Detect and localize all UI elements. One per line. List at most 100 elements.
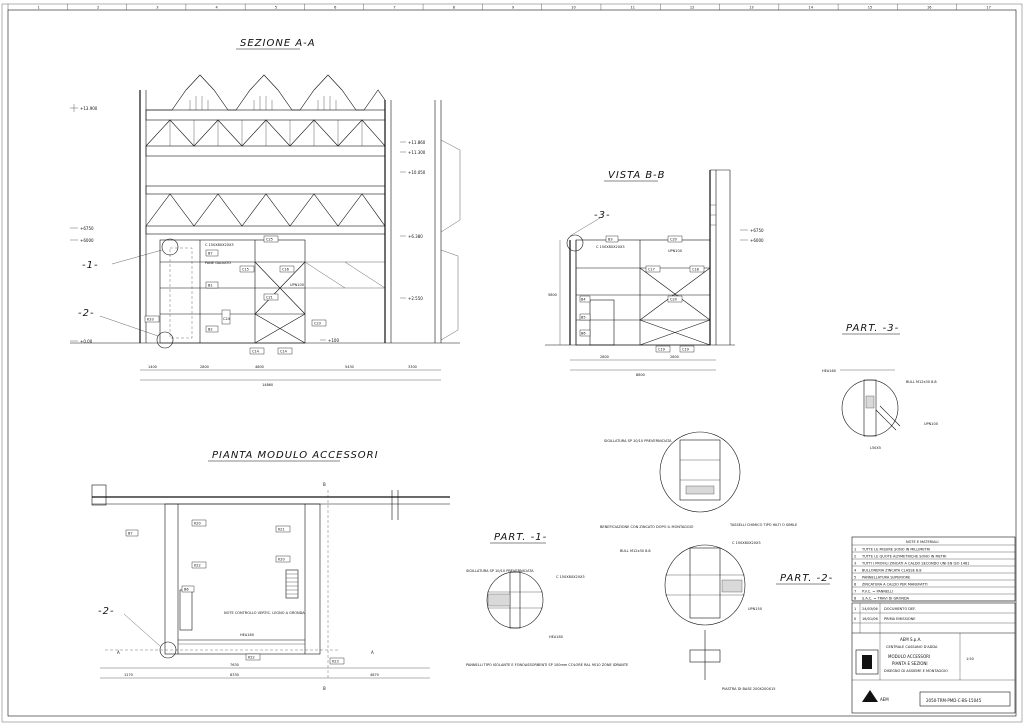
svg-text:+6750: +6750 bbox=[750, 228, 764, 233]
svg-text:PRIMA EMISSIONE: PRIMA EMISSIONE bbox=[884, 617, 915, 621]
note-row: TUTTI I PROFILI ZINCATI A CALDO SECONDO … bbox=[861, 562, 970, 566]
note-number: 4 bbox=[854, 569, 857, 573]
svg-text:K33: K33 bbox=[147, 318, 154, 322]
note-number: 1 bbox=[854, 548, 856, 552]
grid-number: 7 bbox=[393, 6, 395, 10]
svg-text:HEA180: HEA180 bbox=[549, 635, 563, 639]
view-bb-labels: B3 C20 C17 C18 B4 B5 B6 C20 C19 C19 UPN1… bbox=[579, 235, 705, 353]
svg-text:BENEFICIAZIONE CON ZINCATO DOP: BENEFICIAZIONE CON ZINCATO DOPO IL MONTA… bbox=[600, 525, 694, 529]
svg-text:K21: K21 bbox=[278, 528, 285, 532]
svg-text:K20: K20 bbox=[278, 558, 285, 562]
grid-number: 11 bbox=[631, 6, 635, 10]
svg-text:B4: B4 bbox=[581, 298, 586, 302]
note-number: 7 bbox=[854, 590, 856, 594]
callout-1: -1- bbox=[82, 260, 99, 271]
svg-text:DISEGNO DI ASSIEME E MONTAGGIO: DISEGNO DI ASSIEME E MONTAGGIO bbox=[884, 669, 948, 673]
callout-2-plan: -2- bbox=[98, 606, 115, 617]
roof-slats bbox=[189, 96, 337, 110]
svg-text:TASSELLI CHIMICO TIPO HILTI O: TASSELLI CHIMICO TIPO HILTI O SIMILE bbox=[729, 523, 797, 527]
svg-text:HEA160: HEA160 bbox=[822, 369, 836, 373]
svg-text:1400: 1400 bbox=[148, 365, 157, 369]
note-number: 2 bbox=[854, 555, 856, 559]
svg-text:MODULO ACCESSORI: MODULO ACCESSORI bbox=[888, 654, 930, 659]
svg-text:C17: C17 bbox=[648, 268, 655, 272]
svg-text:C20: C20 bbox=[670, 238, 677, 242]
note-row: PANNELLATURA SUPERIORE bbox=[862, 576, 910, 580]
svg-text:0: 0 bbox=[854, 617, 856, 621]
svg-text:2800: 2800 bbox=[200, 365, 209, 369]
svg-text:C14: C14 bbox=[252, 350, 260, 354]
svg-text:+100: +100 bbox=[328, 338, 339, 343]
outer-frame bbox=[1, 3, 1023, 723]
svg-text:1: 1 bbox=[854, 607, 856, 611]
svg-text:+6750: +6750 bbox=[80, 226, 94, 231]
grid-number: 12 bbox=[690, 6, 694, 10]
svg-text:C20: C20 bbox=[670, 298, 677, 302]
svg-text:B1: B1 bbox=[208, 284, 213, 288]
svg-text:5430: 5430 bbox=[345, 365, 354, 369]
svg-text:3300: 3300 bbox=[408, 365, 417, 369]
svg-text:C 150X80X20X3: C 150X80X20X3 bbox=[205, 243, 234, 247]
title-block: 1 0 24/03/06 16/01/06 DOCUMENTO DEF. PRI… bbox=[851, 602, 1016, 714]
svg-text:B2: B2 bbox=[208, 328, 213, 332]
notes-rows: TUTTE LE MISURE SONO IN MILLIMETRI 1TUTTE… bbox=[852, 548, 1015, 602]
svg-text:A: A bbox=[371, 650, 374, 655]
part-2-title: PART. -2- bbox=[780, 573, 833, 584]
note-number: 8 bbox=[854, 597, 856, 601]
svg-text:B: B bbox=[323, 482, 326, 487]
elevation-markers: +13.900 +11.860 +11.300 +10.050 +6750 +6… bbox=[70, 104, 426, 344]
svg-text:C 150X80X20X3: C 150X80X20X3 bbox=[732, 541, 761, 545]
section-aa-labels: C25 C15 C16 B7 B1 C21 B2 C24 C23 C14 C14… bbox=[144, 235, 327, 355]
svg-text:C23: C23 bbox=[314, 322, 321, 326]
svg-text:+6000: +6000 bbox=[80, 238, 94, 243]
svg-text:C25: C25 bbox=[266, 238, 273, 242]
part-1-detail: PART. -1- SIGILLATURA SP 10/10 PREVERNIC… bbox=[466, 532, 628, 667]
svg-text:C15: C15 bbox=[242, 268, 249, 272]
sheet-border bbox=[7, 9, 1017, 717]
svg-text:DOCUMENTO DEF.: DOCUMENTO DEF. bbox=[884, 607, 916, 611]
svg-text:CENTRALE CASSANO D'ADDA: CENTRALE CASSANO D'ADDA bbox=[886, 645, 938, 649]
note-row: TUTTE LE MISURE SONO IN MILLIMETRI bbox=[861, 548, 930, 552]
svg-text:24/03/06: 24/03/06 bbox=[862, 607, 878, 611]
view-bb-title: VISTA B-B bbox=[608, 170, 666, 181]
grid-number: 5 bbox=[275, 6, 277, 10]
svg-text:C 150X80X20X3: C 150X80X20X3 bbox=[596, 245, 625, 249]
svg-text:B7: B7 bbox=[208, 252, 213, 256]
note-row: ZINCATURA A CALDO PER MANUFATTI bbox=[862, 583, 928, 587]
svg-text:+11.860: +11.860 bbox=[408, 140, 426, 145]
note-row: TUTTE LE QUOTE ALTIMETRICHE SONO IN METR… bbox=[861, 555, 946, 559]
svg-text:+10.050: +10.050 bbox=[408, 170, 426, 175]
svg-text:C 150X80X20X3: C 150X80X20X3 bbox=[556, 575, 585, 579]
grid-number: 8 bbox=[453, 6, 455, 10]
section-aa: SEZIONE A-A bbox=[70, 38, 461, 387]
svg-text:K20: K20 bbox=[194, 522, 201, 526]
plan-labels: K20 K21 K22 K20 K22 K23 B7 B6 NOTE CONTR… bbox=[125, 519, 345, 665]
grid-number: 14 bbox=[808, 6, 813, 10]
svg-text:C18: C18 bbox=[692, 268, 699, 272]
grid-number: 17 bbox=[986, 6, 990, 10]
svg-text:BULL M12x30 8.8: BULL M12x30 8.8 bbox=[620, 549, 651, 553]
svg-text:HEA160: HEA160 bbox=[240, 633, 254, 637]
svg-text:NOTE CONTROLLO VERTIC. LEGNO A: NOTE CONTROLLO VERTIC. LEGNO A GRONDA bbox=[224, 611, 305, 615]
svg-text:7630: 7630 bbox=[230, 663, 239, 667]
svg-text:+6.380: +6.380 bbox=[408, 234, 423, 239]
svg-text:2800: 2800 bbox=[670, 355, 679, 359]
note-row: P.V.C. = PANNELLI bbox=[862, 590, 893, 594]
svg-text:8330: 8330 bbox=[230, 673, 239, 677]
svg-text:4870: 4870 bbox=[370, 673, 379, 677]
svg-text:2050-TRM-PMD-C-BS-15045: 2050-TRM-PMD-C-BS-15045 bbox=[926, 698, 982, 703]
svg-text:5800: 5800 bbox=[548, 293, 557, 297]
svg-text:C14: C14 bbox=[280, 350, 288, 354]
part-3-detail: PART. -3- HEA160 BULL M12x30 8.8 UPN100 … bbox=[822, 323, 938, 450]
grid-number: 2 bbox=[97, 6, 99, 10]
svg-text:PIANTA E SEZIONI: PIANTA E SEZIONI bbox=[892, 661, 928, 666]
note-number: 3 bbox=[854, 562, 856, 566]
svg-text:B: B bbox=[323, 686, 326, 691]
note-row: BULLONERIA ZINCATA CLASSE 8.8 bbox=[862, 569, 921, 573]
note-number: 5 bbox=[854, 576, 856, 580]
grid-number: 15 bbox=[868, 6, 872, 10]
part-1-title: PART. -1- bbox=[494, 532, 547, 543]
svg-text:BULL M12x30 8.8: BULL M12x30 8.8 bbox=[906, 380, 937, 384]
